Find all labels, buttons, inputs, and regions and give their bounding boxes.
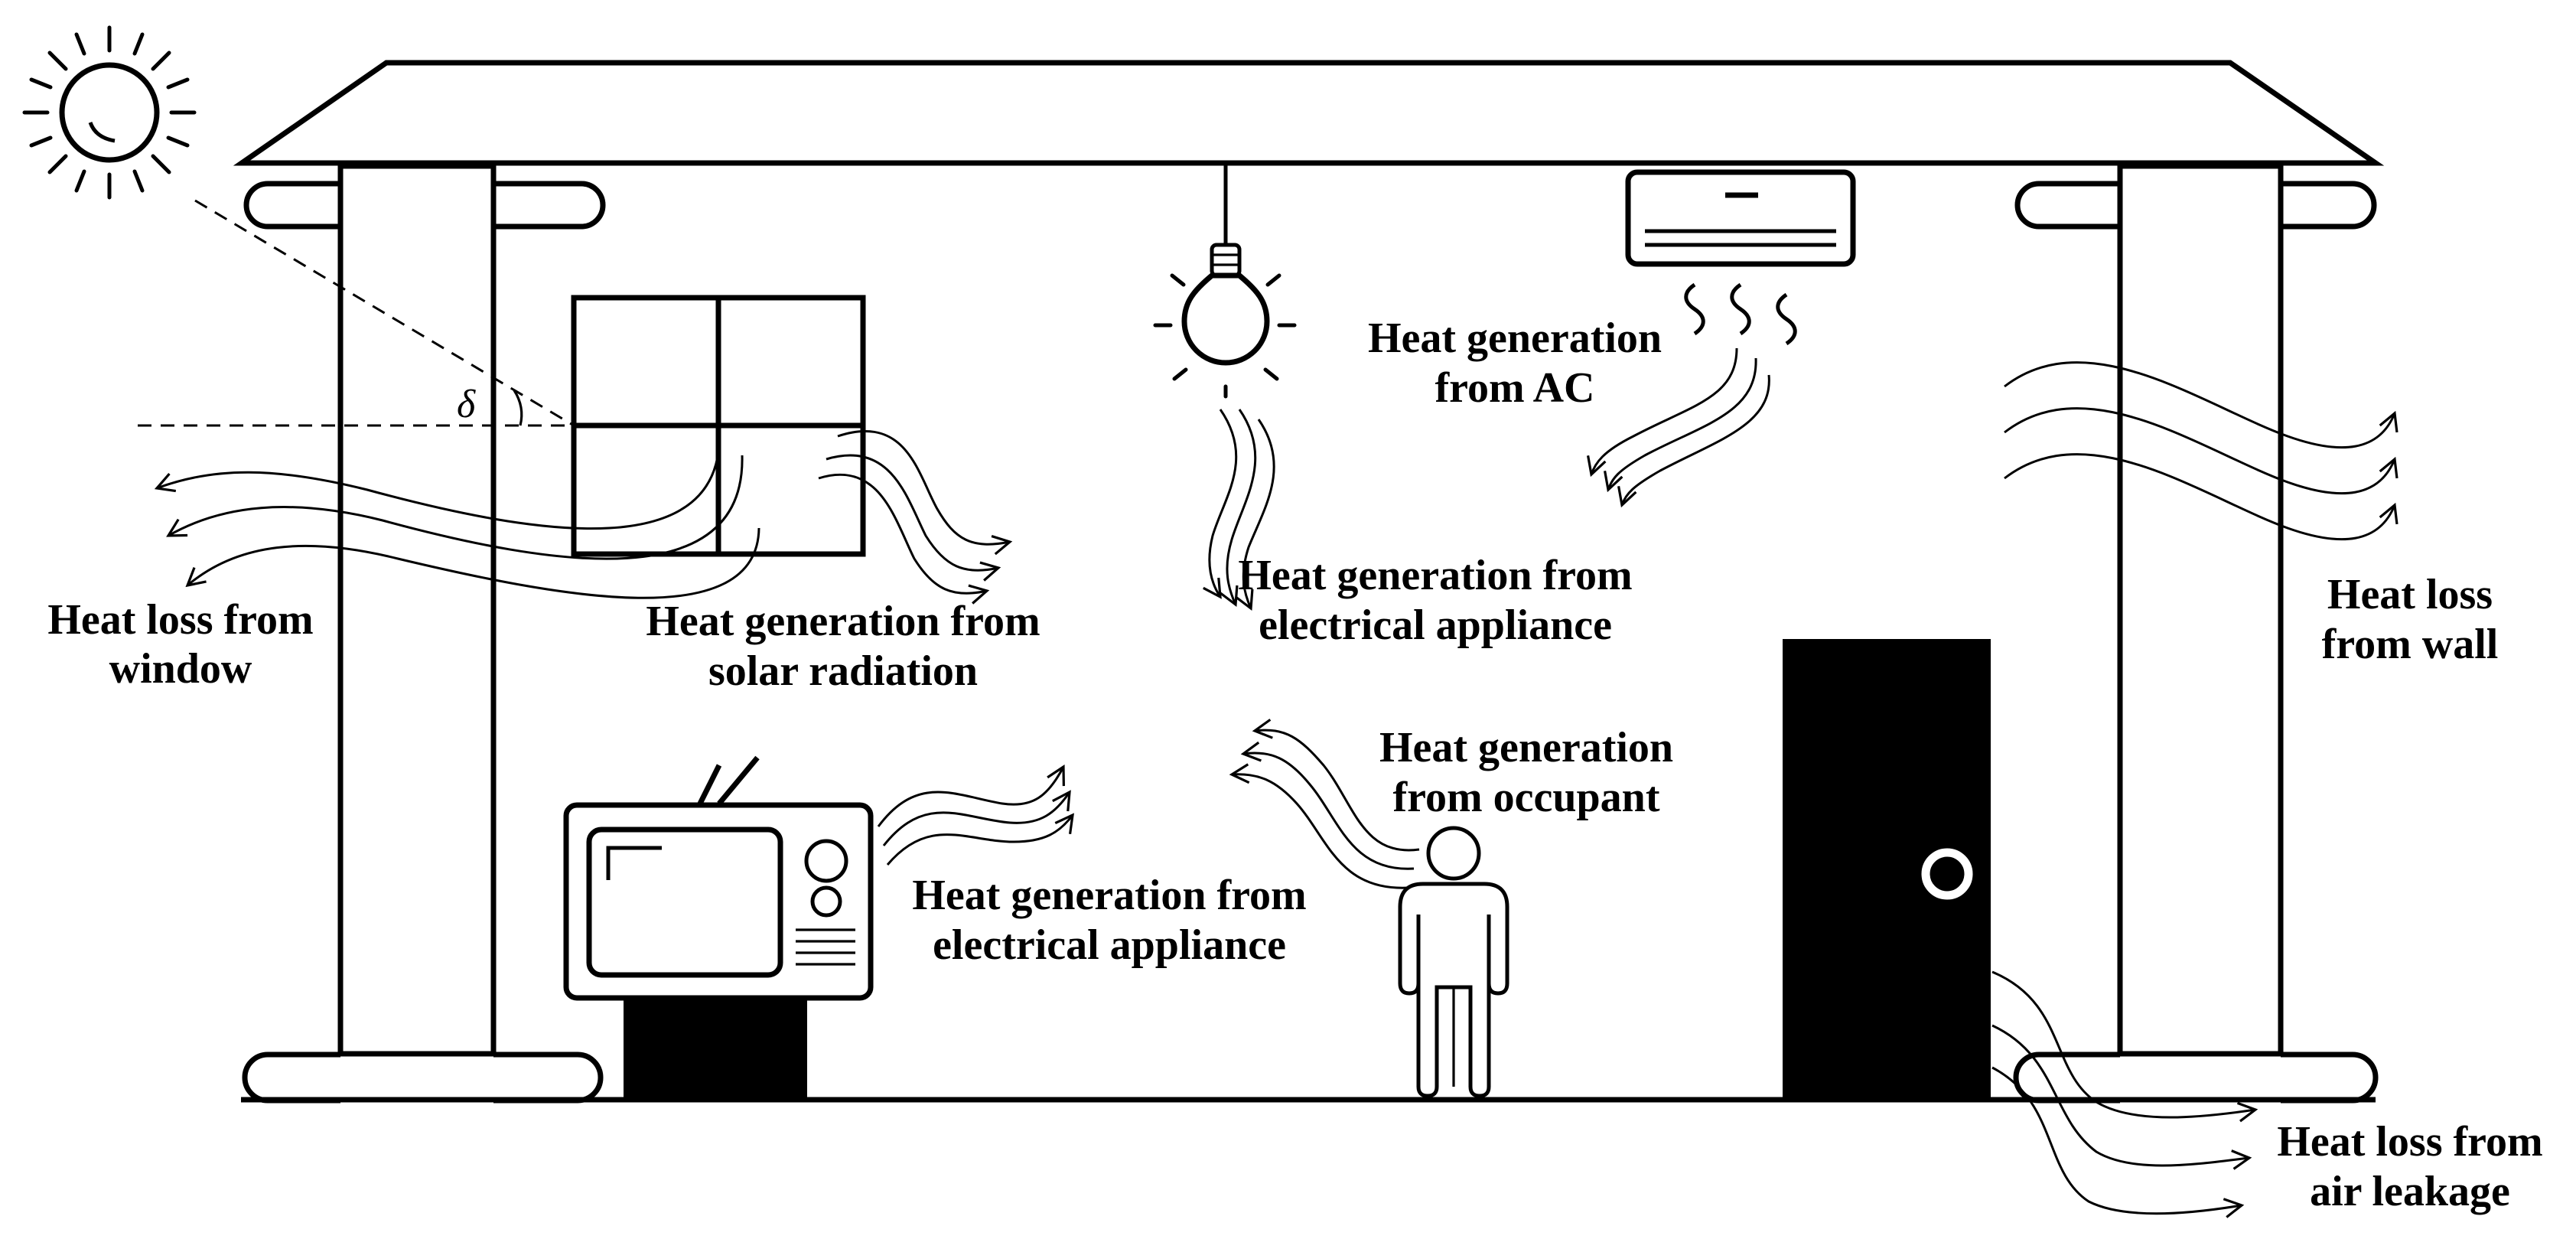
- right-lower-rail: [2013, 1051, 2120, 1104]
- tv-stand: [624, 998, 807, 1100]
- label-leak-loss-line2: air leakage: [2310, 1168, 2510, 1215]
- label-window-loss: Heat loss from window: [47, 596, 313, 693]
- label-occupant-gain: Heat generation from occupant: [1379, 724, 1673, 821]
- left-column: [337, 163, 497, 1057]
- door-icon: [1783, 639, 1991, 1100]
- solar-angle-lines: δ: [138, 199, 575, 427]
- occupant-gain-arrows: [1229, 719, 1420, 889]
- label-occupant-gain-line1: Heat generation: [1379, 724, 1673, 771]
- label-ac-gain: Heat generation from AC: [1368, 315, 1662, 412]
- label-bulb-gain: Heat generation from electrical applianc…: [1238, 552, 1632, 649]
- label-window-loss-line2: window: [109, 645, 252, 693]
- label-ac-gain-line1: Heat generation: [1368, 315, 1662, 362]
- label-wall-loss: Heat loss from wall: [2322, 571, 2499, 668]
- left-upper-rail: [243, 181, 340, 230]
- light-bulb-icon: [1153, 165, 1297, 399]
- sun-icon: [22, 25, 197, 200]
- wall-heat-loss-arrows: [2004, 361, 2399, 541]
- person-icon: [1398, 826, 1509, 1098]
- label-tv-gain-line1: Heat generation from: [912, 872, 1306, 919]
- solar-gain-arrows: [818, 430, 1013, 605]
- label-ac-gain-line2: from AC: [1435, 364, 1595, 412]
- right-upper-rail: [2014, 181, 2120, 230]
- label-tv-gain: Heat generation from electrical applianc…: [912, 872, 1306, 969]
- label-window-loss-line1: Heat loss from: [47, 596, 313, 644]
- label-bulb-gain-line2: electrical appliance: [1259, 602, 1612, 649]
- label-occupant-gain-line2: from occupant: [1393, 774, 1660, 821]
- ac-gain-arrows: [1587, 347, 1770, 508]
- label-tv-gain-line2: electrical appliance: [933, 921, 1286, 969]
- roof: [233, 60, 2385, 166]
- air-leakage-arrows: [1991, 970, 2258, 1218]
- bulb-gain-arrows: [1203, 409, 1275, 611]
- right-column: [2117, 163, 2284, 1057]
- angle-delta-label: δ: [457, 383, 476, 426]
- label-solar-gain-line2: solar radiation: [708, 647, 978, 695]
- window-heat-loss-arrows: [154, 428, 760, 599]
- label-solar-gain-line1: Heat generation from: [646, 598, 1040, 645]
- label-leak-loss: Heat loss from air leakage: [2277, 1118, 2542, 1215]
- air-conditioner-icon: [1625, 169, 1856, 346]
- tv-gain-arrows: [877, 765, 1074, 866]
- label-wall-loss-line2: from wall: [2322, 621, 2499, 668]
- label-wall-loss-line1: Heat loss: [2327, 571, 2493, 618]
- label-solar-gain: Heat generation from solar radiation: [646, 598, 1040, 695]
- window-icon: [571, 295, 866, 557]
- label-bulb-gain-line1: Heat generation from: [1238, 552, 1632, 599]
- television-icon: [563, 755, 874, 1100]
- label-leak-loss-line1: Heat loss from: [2277, 1118, 2542, 1166]
- left-lower-rail: [242, 1051, 340, 1104]
